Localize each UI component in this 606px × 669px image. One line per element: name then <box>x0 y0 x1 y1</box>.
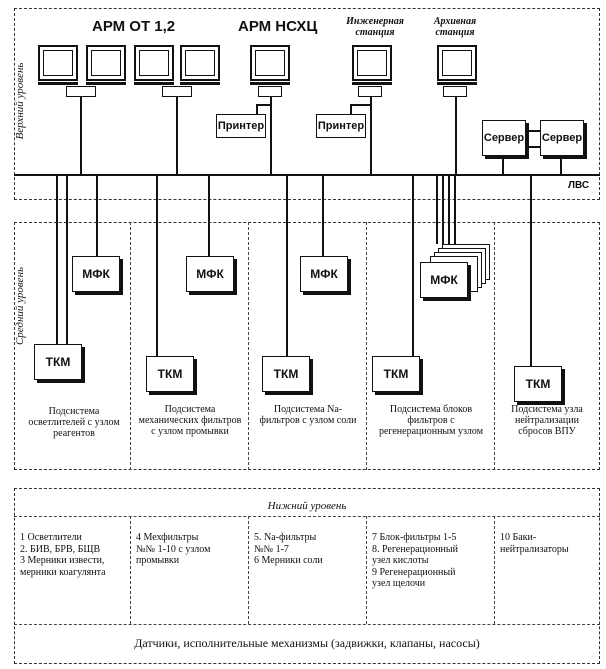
monitor-icon <box>352 45 392 81</box>
top-level-frame <box>14 8 600 200</box>
bottom-level-label: Нижний уровень <box>267 500 347 512</box>
cpu-unit <box>358 86 382 97</box>
monitor-stand <box>134 82 174 85</box>
cpu-unit <box>162 86 192 97</box>
monitor-stand <box>38 82 78 85</box>
device-list: 4 Мехфильтры №№ 1-10 с узлом промывки <box>136 532 211 566</box>
monitor-stand <box>86 82 126 85</box>
tkm-box: ТКМ <box>262 356 310 392</box>
monitor-icon <box>38 45 78 81</box>
lan-bus <box>14 174 600 176</box>
cpu-unit <box>66 86 96 97</box>
server-link <box>526 146 540 148</box>
server-box: Сервер <box>540 120 584 156</box>
archive-station-title: Архивная станция <box>433 16 477 38</box>
subsystem-label: Подсистема Na-фильтров с узлом соли <box>259 404 357 426</box>
cpu-unit <box>258 86 282 97</box>
subsystem-label: Подсистема осветлителей с узлом реагенто… <box>28 406 120 439</box>
subsystem-label: Подсистема блоков фильтров с регенерацио… <box>378 404 484 437</box>
monitor-stand <box>250 82 290 85</box>
tkm-box: ТКМ <box>372 356 420 392</box>
eng-station-title: Инженерная станция <box>346 16 404 38</box>
arm-ot-title: АРМ ОТ 1,2 <box>92 18 176 35</box>
device-list: 7 Блок-фильтры 1-5 8. Регенерационный уз… <box>372 532 458 589</box>
middle-level-label: Средний уровень <box>14 266 26 346</box>
subsystem-label: Подсистема узла нейтрализации сбросов ВП… <box>511 404 583 437</box>
mfk-box: МФК <box>72 256 120 292</box>
footer-label: Датчики, исполнительные механизмы (задви… <box>134 636 480 650</box>
monitor-icon <box>134 45 174 81</box>
monitor-icon <box>250 45 290 81</box>
mfk-box: МФК <box>186 256 234 292</box>
device-list: 10 Баки- нейтрализаторы <box>500 532 569 555</box>
monitor-icon <box>437 45 477 81</box>
subsystem-label: Подсистема механических фильтров с узлом… <box>138 404 242 437</box>
tkm-box: ТКМ <box>34 344 82 380</box>
monitor-stand <box>437 82 477 85</box>
mfk-box: МФК <box>300 256 348 292</box>
tkm-box: ТКМ <box>146 356 194 392</box>
bottom-level-frame <box>14 488 600 664</box>
arm-nshc-title: АРМ НСХЦ <box>238 18 318 35</box>
top-level-label: Верхний уровень <box>14 62 26 140</box>
lan-label: ЛВС <box>568 180 590 191</box>
mfk-box: МФК <box>420 262 468 298</box>
server-link <box>526 130 540 132</box>
monitor-icon <box>180 45 220 81</box>
printer-box: Принтер <box>216 114 266 138</box>
tkm-box: ТКМ <box>514 366 562 402</box>
middle-level-frame <box>14 222 600 470</box>
printer-box: Принтер <box>316 114 366 138</box>
server-box: Сервер <box>482 120 526 156</box>
monitor-stand <box>352 82 392 85</box>
device-list: 5. Na-фильтры №№ 1-7 6 Мерники соли <box>254 532 323 566</box>
monitor-icon <box>86 45 126 81</box>
cpu-unit <box>443 86 467 97</box>
device-list: 1 Осветлители 2. БИВ, БРВ, БЩВ 3 Мерники… <box>20 532 106 578</box>
monitor-stand <box>180 82 220 85</box>
